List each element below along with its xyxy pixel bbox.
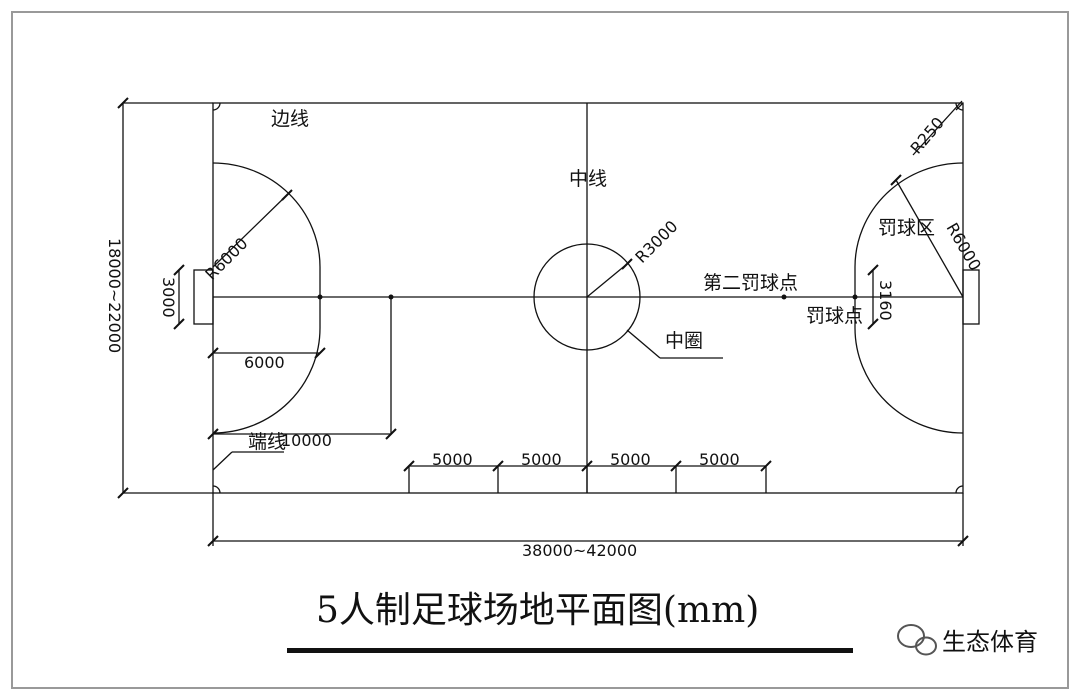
label-second-penalty-mark: 第二罚球点 [703,272,798,294]
second-spot-right [781,294,787,300]
penalty-spot-left [317,294,323,300]
left-radius-leader [212,194,288,268]
label-goal-line: 端线 [248,431,286,453]
left-goal [193,269,214,325]
label-sideline: 边线 [271,108,309,130]
penalty-spot-right [852,294,858,300]
corner-radius-leader [955,102,964,111]
dim-segment-3: 5000 [610,450,651,469]
dim-goal-width-right: 3160 [876,280,895,321]
right-goal [962,269,980,325]
center-circle [533,243,641,351]
corner-arc-br [955,485,964,494]
wechat-logo-icon [897,624,937,656]
title-underline [287,648,853,653]
label-penalty-mark: 罚球点 [806,305,863,327]
center-radius-leader [586,263,628,298]
corner-arc-bl [212,485,221,494]
dim-segment-1: 5000 [432,450,473,469]
dim-segment-4: 5000 [699,450,740,469]
dim-field-length: 38000~42000 [522,541,637,560]
drawing-border [11,11,1069,689]
dim-center-radius: R3000 [631,217,681,267]
dim-penalty-spot-distance: 6000 [244,353,285,372]
right-radius-leader [895,179,964,298]
label-halfway-line: 中线 [569,168,607,190]
dim-right-penalty-radius: R6000 [943,220,985,274]
label-penalty-area: 罚球区 [878,217,935,239]
corner-arc-tl [212,102,221,111]
watermark-text: 生态体育 [942,628,1038,656]
center-circle-leader [626,329,661,359]
page-title: 5人制足球场地平面图(mm) [316,590,759,631]
dim-field-width: 18000~22000 [105,238,124,353]
dim-goal-width-left: 3000 [159,277,178,318]
dim-segment-2: 5000 [521,450,562,469]
label-center-circle: 中圈 [665,330,703,352]
dim-second-spot-distance: 10000 [281,431,332,450]
dim-left-penalty-radius: R6000 [201,234,251,284]
second-spot-left [388,294,394,300]
goal-line-leader [212,451,233,471]
dim-corner-radius: R250 [907,113,948,157]
left-penalty-area [212,162,321,434]
